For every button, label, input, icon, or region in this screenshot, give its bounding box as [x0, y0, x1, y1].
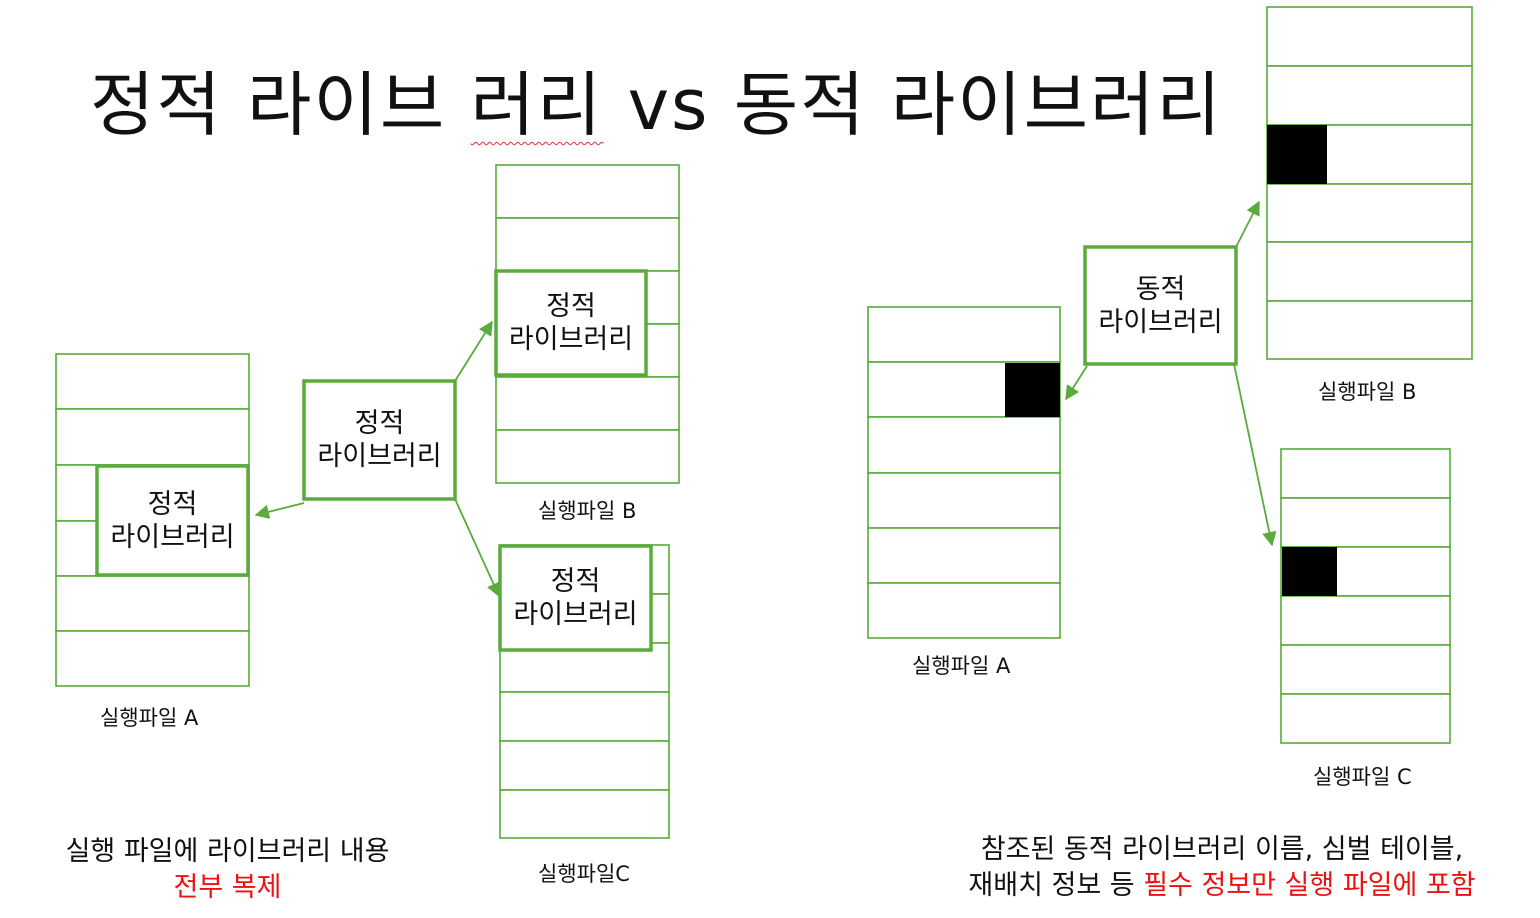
dynamic-exe-c-table — [1280, 448, 1451, 744]
dynamic-lib-source-line1: 동적 — [1135, 273, 1186, 305]
static-lib-b-line1: 정적 — [546, 291, 596, 322]
static-lib-source-line2: 라이브러리 — [317, 441, 442, 472]
title-part-2-spellcheck: 러리 — [470, 64, 604, 146]
dynamic-exe-b-table — [1266, 6, 1473, 360]
static-note: 실행 파일에 라이브러리 내용 전부 복제 — [50, 834, 405, 906]
static-lib-a-line1: 정적 — [147, 488, 198, 520]
dynamic-note-line2: 재배치 정보 등 필수 정보만 실행 파일에 포함 — [942, 868, 1502, 904]
dynamic-exe-b-reference-block — [1267, 125, 1327, 184]
static-lib-a-line2: 라이브러리 — [110, 521, 235, 553]
static-arrow-to-c — [454, 498, 501, 598]
static-note-line1: 실행 파일에 라이브러리 내용 — [65, 836, 390, 867]
dynamic-exe-c-caption: 실행파일 C — [1313, 765, 1412, 789]
dynamic-note: 참조된 동적 라이브러리 이름, 심벌 테이블, 재배치 정보 등 필수 정보만… — [942, 832, 1502, 904]
static-arrow-to-a — [254, 502, 305, 519]
static-lib-source-line1: 정적 — [354, 408, 405, 439]
dynamic-arrow-to-c — [1233, 363, 1277, 547]
title-part-1: 정적 라이브 — [90, 64, 447, 146]
static-exe-b-embedded-lib-frame — [494, 269, 648, 377]
dynamic-exe-a-table — [867, 306, 1061, 639]
static-lib-source: 정적 라이브러리 — [304, 381, 455, 499]
dynamic-exe-a-reference-block — [1005, 363, 1060, 417]
dynamic-lib-source: 동적 라이브러리 — [1085, 247, 1236, 364]
dynamic-exe-b-caption: 실행파일 B — [1318, 380, 1417, 404]
static-lib-source-frame — [302, 379, 457, 501]
page-title: 정적 라이브 러리 vs 동적 라이브러리 — [90, 60, 1223, 150]
static-exe-a-embedded-lib-frame — [95, 464, 250, 577]
static-exe-b-caption: 실행파일 B — [538, 499, 637, 523]
dynamic-arrow-to-a — [1065, 365, 1088, 401]
static-exe-a-table — [55, 353, 250, 687]
static-exe-c-embedded-lib-frame — [498, 544, 653, 652]
dynamic-arrow-to-b — [1235, 200, 1260, 248]
static-lib-in-exe-c: 정적 라이브러리 — [500, 546, 651, 650]
static-exe-c-table — [498, 544, 670, 839]
dynamic-note-line2-plain: 재배치 정보 등 — [968, 870, 1144, 901]
static-arrow-to-b — [454, 320, 493, 382]
title-part-3: vs 동적 라이브러리 — [627, 64, 1223, 146]
static-exe-b-table — [494, 164, 680, 484]
dynamic-exe-a-caption: 실행파일 A — [912, 654, 1011, 678]
static-lib-b-line2: 라이브러리 — [508, 324, 634, 355]
static-exe-a-caption: 실행파일 A — [100, 706, 199, 730]
static-lib-c-line1: 정적 — [550, 566, 601, 597]
dynamic-lib-source-line2: 라이브러리 — [1098, 306, 1223, 338]
static-note-line2: 전부 복제 — [173, 872, 282, 903]
dynamic-exe-c-reference-block — [1282, 547, 1337, 596]
static-lib-in-exe-a: 정적 라이브러리 — [97, 466, 248, 575]
static-lib-c-line2: 라이브러리 — [513, 599, 638, 630]
dynamic-lib-source-frame — [1083, 245, 1238, 366]
dynamic-note-line2-highlight: 필수 정보만 실행 파일에 포함 — [1143, 870, 1476, 901]
static-exe-c-caption: 실행파일C — [538, 862, 630, 886]
dynamic-note-line1: 참조된 동적 라이브러리 이름, 심벌 테이블, — [980, 834, 1464, 865]
static-lib-in-exe-b: 정적 라이브러리 — [496, 271, 646, 375]
